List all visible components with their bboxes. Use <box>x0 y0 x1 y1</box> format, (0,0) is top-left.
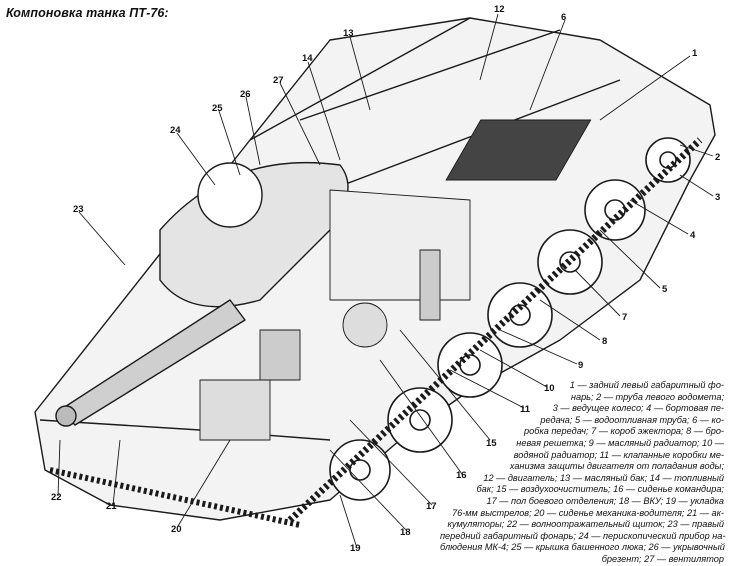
callout-22: 22 <box>51 492 62 503</box>
legend-caption: 1 — задний левый габаритный фо- нарь; 2 … <box>440 380 726 566</box>
caption-line: бак; 15 — воздухоочиститель; 16 — сидень… <box>476 484 725 495</box>
caption-line: невая решетка; 9 — масляный радиатор; 10… <box>516 437 724 448</box>
callout-25: 25 <box>212 103 223 114</box>
callout-5: 5 <box>662 284 668 295</box>
callout-16: 16 <box>456 470 467 481</box>
caption-line: кумуляторы; 22 — волноотражательный щито… <box>447 519 724 530</box>
engine-grille <box>445 119 592 181</box>
callout-13: 13 <box>343 28 354 39</box>
page-title: Компоновка танка ПТ-76: <box>6 6 169 20</box>
callout-12: 12 <box>494 4 505 15</box>
air-cleaner <box>342 302 388 348</box>
callout-10: 10 <box>544 383 555 394</box>
callout-6: 6 <box>561 12 566 23</box>
callout-2: 2 <box>715 152 720 163</box>
caption-line: передний габаритный фонарь; 24 — периско… <box>440 530 726 541</box>
callout-19: 19 <box>350 543 361 554</box>
callout-9: 9 <box>578 360 583 371</box>
callout-20: 20 <box>171 524 182 535</box>
callout-21: 21 <box>106 501 117 512</box>
turret-hatch <box>197 162 263 228</box>
caption-line: нарь; 2 — труба левого водомета; <box>570 391 724 402</box>
callout-27: 27 <box>273 75 284 86</box>
callout-3: 3 <box>715 192 720 203</box>
callout-17: 17 <box>426 501 437 512</box>
callout-7: 7 <box>622 312 627 323</box>
caption-line: ханизма защиты двигателя от поладания во… <box>509 461 724 472</box>
caption-line: 3 — ведущее колесо; 4 — бортовая пе- <box>552 403 724 414</box>
callout-4: 4 <box>690 230 696 241</box>
callout-8: 8 <box>602 336 607 347</box>
caption-line: 1 — задний левый габаритный фо- <box>569 380 724 390</box>
callout-18: 18 <box>400 527 411 538</box>
caption-line: 12 — двигатель; 13 — масляный бак; 14 — … <box>483 472 724 483</box>
caption-line: водяной радиатор; 11 — клапанные коробки… <box>513 449 724 460</box>
callout-23: 23 <box>73 204 84 215</box>
callout-14: 14 <box>302 53 313 64</box>
callout-1: 1 <box>692 48 698 59</box>
callout-11: 11 <box>520 404 531 415</box>
callout-15: 15 <box>486 438 497 449</box>
caption-line: блюдения МК-4; 25 — крышка башенного люк… <box>440 542 725 553</box>
caption-line: редача; 5 — водоотливная труба; 6 — ко- <box>540 414 724 425</box>
caption-line: 17 — пол боевого отделения; 18 — ВКУ; 19… <box>486 495 725 506</box>
caption-line: робка передач; 7 — короб эжектора; 8 — б… <box>523 426 724 437</box>
caption-line: 76-мм выстрелов; 20 — сиденье механика-в… <box>451 507 724 518</box>
callout-24: 24 <box>170 125 181 136</box>
callout-26: 26 <box>240 89 251 100</box>
